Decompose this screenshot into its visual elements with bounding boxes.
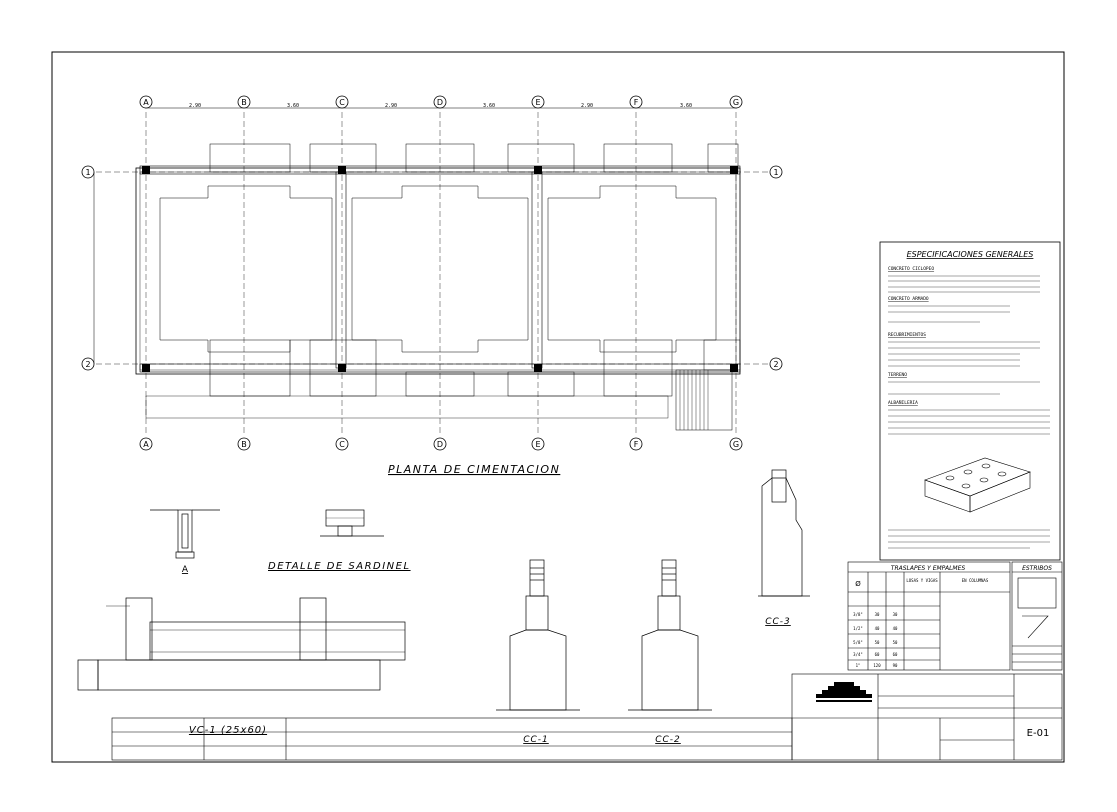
span-fg: 3.60 <box>680 103 692 109</box>
specs-albanileria: ALBAÑILERIA <box>888 399 918 406</box>
col-losas: LOSAS Y VIGAS <box>906 578 938 583</box>
table-row-a-4: 120 <box>873 663 881 668</box>
span-ef: 2.90 <box>581 103 593 109</box>
table-row-d-2: 5/8" <box>853 640 863 645</box>
column-cc2 <box>628 559 712 711</box>
table-row-b-0: 30 <box>893 612 898 617</box>
col-columnas: EN COLUMNAS <box>962 578 989 583</box>
detail-a <box>150 509 220 559</box>
traslapes-rows: 3/8" 30 30 1/2" 40 40 5/8" 50 50 3/4" 60… <box>853 612 898 668</box>
axis-label-a-bottom: A <box>143 440 149 449</box>
cc3-title: CC-3 <box>765 617 791 627</box>
specs-concreto-ciclopeo: CONCRETO CICLOPEO <box>888 266 934 272</box>
table-row-b-4: 90 <box>893 663 898 668</box>
table-row-b-1: 40 <box>893 626 898 631</box>
axis-label-1-left: 1 <box>85 168 90 177</box>
axis-label-c-top: C <box>339 98 345 107</box>
axis-bubbles-top: A B C D E F G <box>139 95 743 109</box>
cc1-title: CC-1 <box>523 735 549 745</box>
span-bc: 3.60 <box>287 103 299 109</box>
axis-label-g-bottom: G <box>733 440 739 449</box>
table-row-d-4: 1" <box>856 663 861 668</box>
specifications-panel: ESPECIFICACIONES GENERALES CONCRETO CICL… <box>879 241 1061 561</box>
table-row-d-0: 3/8" <box>853 612 863 617</box>
institution-logo <box>816 682 872 702</box>
table-row-a-3: 60 <box>875 652 880 657</box>
table-row-d-3: 3/4" <box>853 652 863 657</box>
traslapes-table <box>847 561 1063 671</box>
sardinel-title: DETALLE DE SARDINEL <box>268 561 411 572</box>
column-cc1 <box>496 559 580 711</box>
axis-label-f-top: F <box>634 98 639 107</box>
axis-label-b-top: B <box>241 98 247 107</box>
axis-bubbles-bottom: A B C D E F G <box>139 437 743 451</box>
title-block <box>111 673 1063 761</box>
specs-title: ESPECIFICACIONES GENERALES <box>907 250 1034 259</box>
axis-label-a-top: A <box>143 98 149 107</box>
cc2-title: CC-2 <box>655 735 681 745</box>
axis-label-g-top: G <box>733 98 739 107</box>
axis-label-c-bottom: C <box>339 440 345 449</box>
axis-label-b-bottom: B <box>241 440 247 449</box>
table-row-a-2: 50 <box>875 640 880 645</box>
axis-bubbles-rows: 1 2 1 2 <box>81 165 783 371</box>
axis-label-d-bottom: D <box>437 440 443 449</box>
vc1-title: VC-1 (25x60) <box>189 725 267 736</box>
table-row-a-0: 30 <box>875 612 880 617</box>
axis-label-2-right: 2 <box>773 360 778 369</box>
span-dimensions: 2.90 3.60 2.90 3.60 2.90 3.60 <box>189 103 692 109</box>
detail-a-title: A <box>182 565 189 575</box>
table-row-b-2: 50 <box>893 640 898 645</box>
axis-label-d-top: D <box>437 98 443 107</box>
specs-recubrimientos: RECUBRIMIENTOS <box>888 332 926 338</box>
axis-label-f-bottom: F <box>634 440 639 449</box>
foundation-plan <box>93 107 770 436</box>
axis-label-e-bottom: E <box>535 440 540 449</box>
column-cc3 <box>758 469 810 597</box>
axis-label-2-left: 2 <box>85 360 90 369</box>
specs-concreto-armado: CONCRETO ARMADO <box>888 296 929 302</box>
span-de: 3.60 <box>483 103 495 109</box>
axis-label-e-top: E <box>535 98 540 107</box>
detail-sardinel <box>320 509 384 537</box>
sheet-number: E-01 <box>1027 728 1050 739</box>
axis-label-1-right: 1 <box>773 168 778 177</box>
traslapes-title: TRASLAPES Y EMPALMES <box>891 565 966 572</box>
plan-title: PLANTA DE CIMENTACION <box>388 463 560 476</box>
span-cd: 2.90 <box>385 103 397 109</box>
sheet-border <box>51 51 1065 763</box>
specs-terreno: TERRENO <box>888 372 907 378</box>
col-diameter: Ø <box>855 580 861 588</box>
span-ab: 2.90 <box>189 103 201 109</box>
brick-icon <box>924 457 1031 513</box>
table-row-d-1: 1/2" <box>853 626 863 631</box>
table-row-a-1: 40 <box>875 626 880 631</box>
table-row-b-3: 60 <box>893 652 898 657</box>
estribos-title: ESTRIBOS <box>1022 565 1052 572</box>
beam-vc1 <box>77 597 406 691</box>
